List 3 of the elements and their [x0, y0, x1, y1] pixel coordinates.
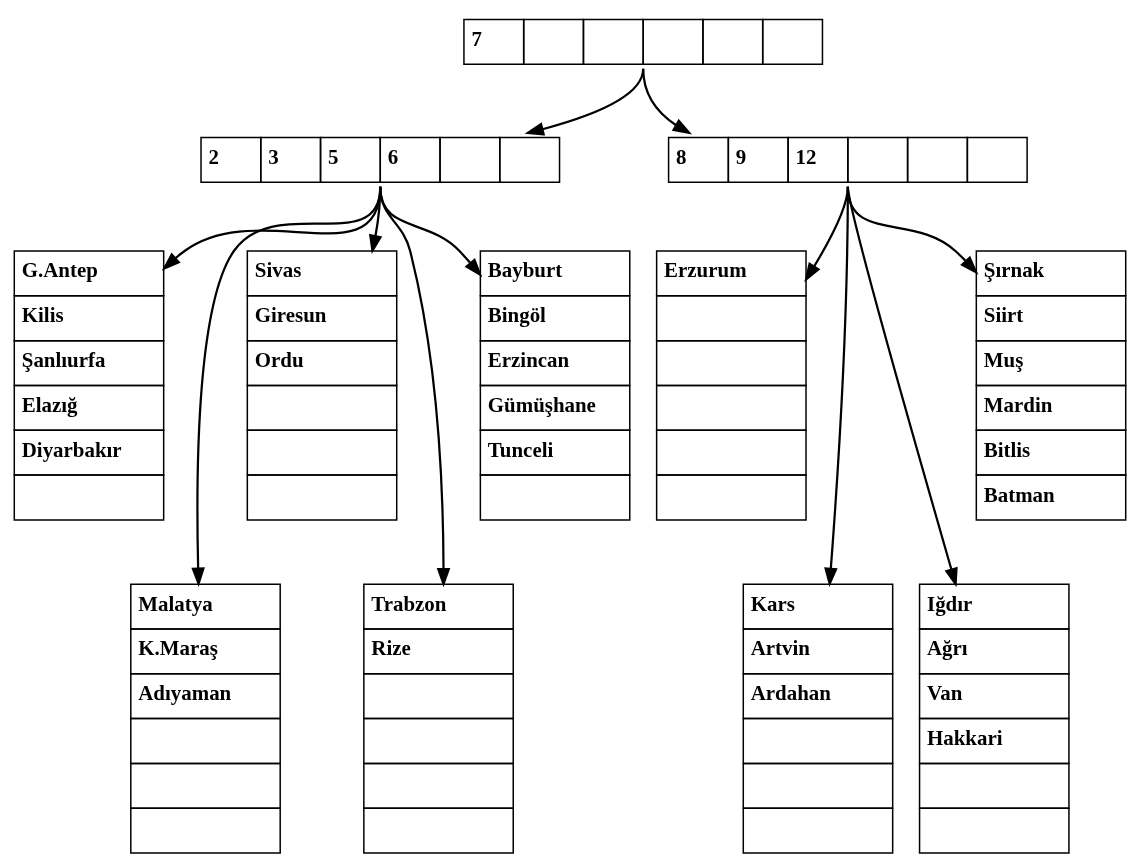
arrow [846, 186, 979, 275]
arrow [379, 186, 483, 278]
arrow [642, 68, 693, 135]
